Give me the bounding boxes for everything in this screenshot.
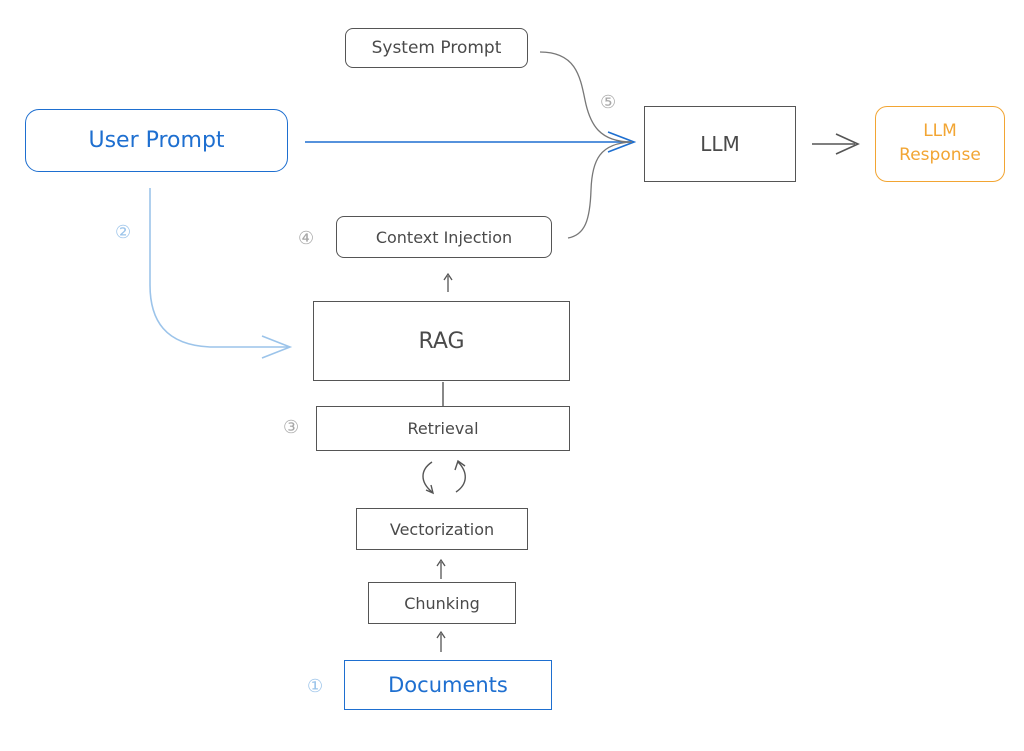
vectorization-node[interactable]: Vectorization bbox=[356, 508, 528, 550]
vectorization-label: Vectorization bbox=[389, 519, 495, 539]
step-3-number: ③ bbox=[283, 417, 300, 438]
step-2-number: ② bbox=[115, 222, 132, 243]
llm-response-label: LLM Response bbox=[899, 121, 981, 165]
system-prompt-to-llm-arrow bbox=[539, 51, 633, 143]
step-5-number: ⑤ bbox=[600, 92, 617, 113]
retrieval-label: Retrieval bbox=[407, 419, 479, 438]
documents-label: Documents bbox=[388, 673, 508, 697]
chunking-label: Chunking bbox=[404, 593, 480, 613]
system-prompt-node[interactable]: System Prompt bbox=[345, 28, 528, 68]
rag-label: RAG bbox=[418, 328, 465, 354]
llm-label: LLM bbox=[700, 132, 740, 156]
chunking-node[interactable]: Chunking bbox=[368, 582, 516, 624]
retrieval-node[interactable]: Retrieval bbox=[316, 406, 570, 451]
rag-node[interactable]: RAG bbox=[313, 301, 570, 381]
user-prompt-label: User Prompt bbox=[88, 128, 225, 153]
user-prompt-to-rag-arrow bbox=[149, 188, 288, 348]
system-prompt-label: System Prompt bbox=[371, 38, 502, 58]
documents-node[interactable]: Documents bbox=[344, 660, 552, 710]
step-1-number: ① bbox=[307, 676, 324, 697]
llm-node[interactable]: LLM bbox=[644, 106, 796, 182]
context-to-llm-arrow bbox=[567, 141, 633, 239]
step-4-number: ④ bbox=[298, 228, 315, 249]
context-injection-label: Context Injection bbox=[375, 227, 513, 247]
user-prompt-node[interactable]: User Prompt bbox=[25, 109, 288, 172]
llm-response-node[interactable]: LLM Response bbox=[875, 106, 1005, 182]
retrieval-vectorization-arrows bbox=[422, 461, 433, 493]
context-injection-node[interactable]: Context Injection bbox=[336, 216, 552, 258]
